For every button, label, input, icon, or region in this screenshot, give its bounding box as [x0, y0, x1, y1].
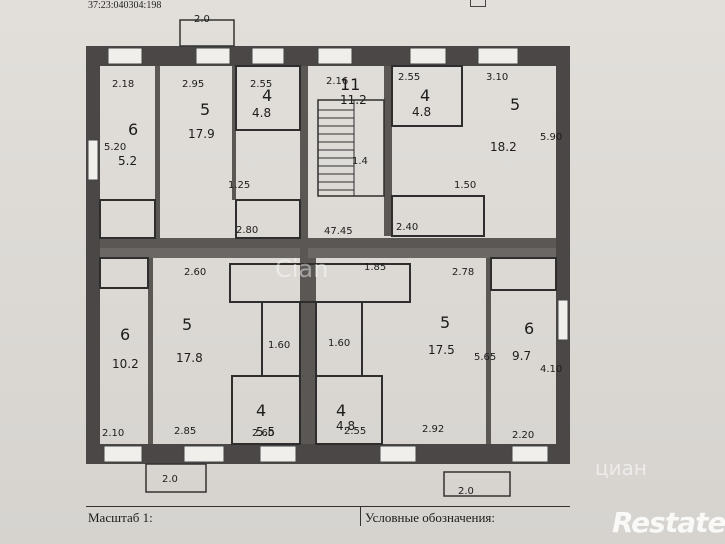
- room-number: 6: [120, 325, 130, 344]
- dimension-label: 47.45: [324, 226, 353, 237]
- dimension-label: 2.60: [184, 267, 206, 278]
- dimension-label: 3.10: [486, 72, 508, 83]
- dimension-label: 2.55: [250, 79, 272, 90]
- dimension-label: 1.60: [328, 338, 350, 349]
- room-number: 6: [128, 120, 138, 139]
- watermark-corner: циан: [595, 456, 647, 480]
- top-windows: [107, 47, 519, 65]
- dimension-label: 4.10: [540, 364, 562, 375]
- scale-label: Масштаб 1:: [88, 510, 153, 525]
- room-number: 5: [182, 315, 192, 334]
- dimension-label: 2.85: [174, 426, 196, 437]
- room-area: 18.2: [490, 140, 517, 154]
- room-number: 5: [510, 95, 520, 114]
- dimension-label: 2.55: [344, 426, 366, 437]
- room-number: 11: [340, 75, 360, 94]
- bottom-windows: [103, 445, 549, 463]
- room-number: 4: [420, 86, 430, 105]
- annex: [145, 19, 511, 497]
- dimension-label: 2.10: [102, 428, 124, 439]
- dimension-label: 2.20: [512, 430, 534, 441]
- inner-walls: [100, 66, 556, 444]
- footer-divider: [360, 506, 361, 526]
- dimension-label: 2.78: [452, 267, 474, 278]
- room-area: 9.7: [512, 349, 531, 363]
- room-number: 5: [200, 100, 210, 119]
- dimension-label: 2.95: [182, 79, 204, 90]
- dimension-label: 2.18: [112, 79, 134, 90]
- cadastral-number: 37:23:040304:198: [88, 0, 162, 11]
- dimension-label: 5.20: [104, 142, 126, 153]
- room-area: 10.2: [112, 357, 139, 371]
- room-area: 5.2: [118, 154, 137, 168]
- room-number: 4: [262, 86, 272, 105]
- dimension-label: 2.80: [236, 225, 258, 236]
- dimension-label: 2.40: [396, 222, 418, 233]
- legend-label: Условные обозначения:: [365, 510, 496, 525]
- room-area: 17.8: [176, 351, 203, 365]
- dimension-label: 1.50: [454, 180, 476, 191]
- dimension-label: 1.4: [352, 156, 368, 167]
- dimension-label: 5.90: [540, 132, 562, 143]
- room-number: 4: [336, 401, 346, 420]
- dimension-label: 5.65: [474, 352, 496, 363]
- room-area: 4.8: [336, 419, 355, 433]
- side-windows: [87, 139, 569, 341]
- room-area: 5.5: [256, 425, 275, 439]
- room-area: 11.2: [340, 93, 367, 107]
- dimension-label: 1.85: [364, 262, 386, 273]
- room-number: 4: [256, 401, 266, 420]
- header-box: [470, 0, 486, 7]
- staircase: [317, 99, 385, 197]
- room-area: 17.9: [188, 127, 215, 141]
- dimension-label: 2.0: [458, 486, 474, 497]
- restate-watermark-logo: Restate: [612, 506, 725, 539]
- dimension-label: 2.60: [252, 428, 274, 439]
- watermark-center: Cian: [275, 255, 329, 283]
- room-number: 6: [524, 319, 534, 338]
- room-area: 17.5: [428, 343, 455, 357]
- dimension-label: 1.25: [228, 180, 250, 191]
- room-number: 5: [440, 313, 450, 332]
- room-area: 4.8: [412, 105, 431, 119]
- dimension-label: 2.55: [398, 72, 420, 83]
- partitions: [99, 65, 557, 445]
- dimension-label: 2.0: [162, 474, 178, 485]
- dimension-label: 2.92: [422, 424, 444, 435]
- dimension-label: 1.60: [268, 340, 290, 351]
- dimension-label: 2.16: [326, 76, 348, 87]
- dimension-label: 2.0: [194, 14, 210, 25]
- footer-bar: [86, 506, 570, 527]
- room-area: 4.8: [252, 106, 271, 120]
